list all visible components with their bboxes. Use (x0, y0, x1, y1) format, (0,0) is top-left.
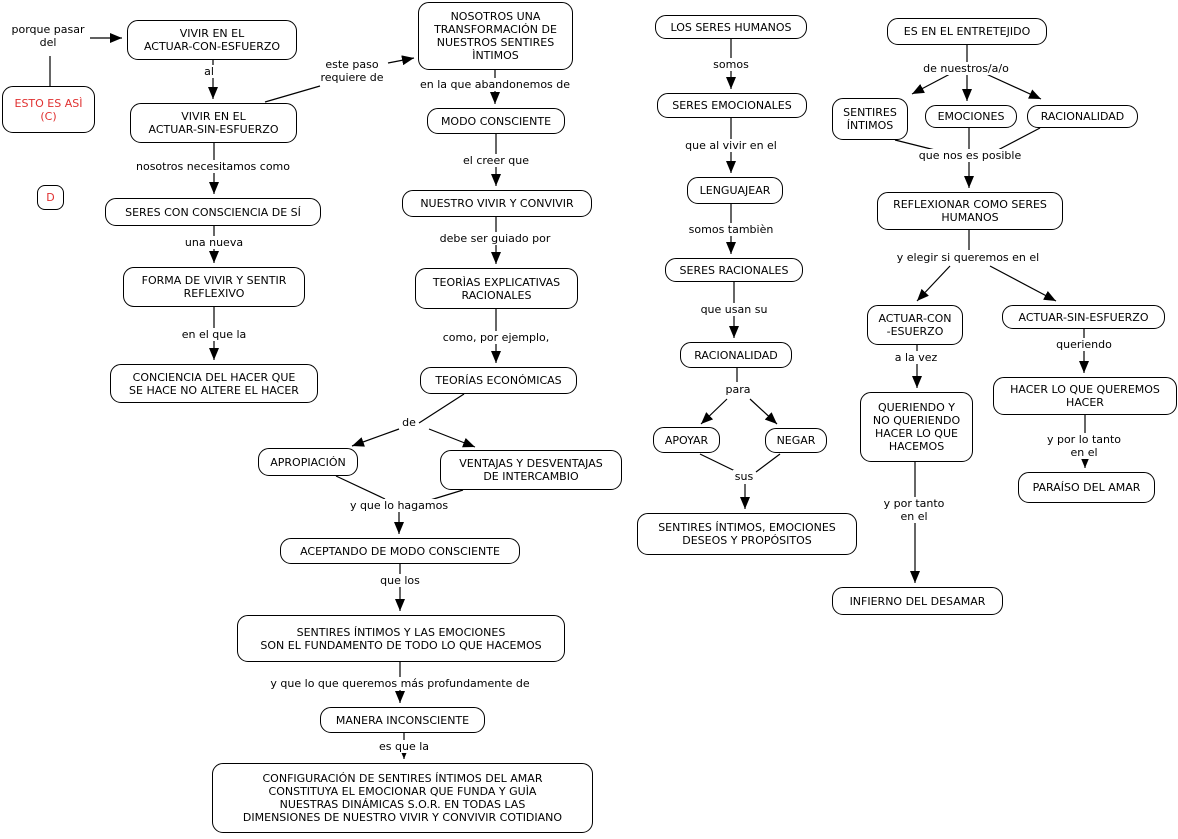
node-ventajas-desventajas[interactable]: VENTAJAS Y DESVENTAJAS DE INTERCAMBIO (440, 450, 622, 490)
link-label-y-elegir[interactable]: y elegir si queremos en el (894, 251, 1042, 264)
link-label-que-usan-su[interactable]: que usan su (698, 303, 770, 316)
node-actuar-sin-esfuerzo[interactable]: ACTUAR-SIN-ESFUERZO (1002, 305, 1165, 329)
node-aceptando-modo-consciente[interactable]: ACEPTANDO DE MODO CONSCIENTE (280, 538, 520, 564)
connector-estepaso-to-transformacion (387, 55, 415, 66)
link-label-que-los[interactable]: que los (378, 574, 422, 587)
link-label-una-nueva[interactable]: una nueva (182, 236, 246, 249)
connector-apoyar-to-sus (699, 453, 736, 472)
node-vivir-con-esfuerzo[interactable]: VIVIR EN EL ACTUAR-CON-ESFUERZO (127, 20, 297, 60)
node-reflexionar-como-seres[interactable]: REFLEXIONAR COMO SERES HUMANOS (877, 192, 1063, 230)
node-racionalidad-col3[interactable]: RACIONALIDAD (680, 342, 792, 368)
connector-vivirsin-to-estepaso (264, 85, 321, 103)
node-hacer-lo-que-queremos[interactable]: HACER LO QUE QUEREMOS HACER (993, 377, 1177, 415)
connector-negar-to-sus (755, 453, 781, 473)
link-label-como-por-ejemplo[interactable]: como, por ejemplo, (440, 331, 552, 344)
link-label-somos[interactable]: somos (711, 58, 751, 71)
link-label-este-paso-requiere[interactable]: este paso requiere de (318, 58, 386, 84)
node-nosotros-transformacion[interactable]: NOSOTROS UNA TRANSFORMACIÓN DE NUESTROS … (418, 2, 573, 70)
link-label-de[interactable]: de (400, 416, 418, 429)
node-sentires-intimos[interactable]: SENTIRES ÍNTIMOS (832, 98, 908, 140)
node-paraiso-del-amar[interactable]: PARAÍSO DEL AMAR (1018, 472, 1155, 503)
connector-denuestros-to-sentires (911, 73, 951, 95)
node-los-seres-humanos[interactable]: LOS SERES HUMANOS (655, 15, 807, 39)
link-label-que-al-vivir[interactable]: que al vivir en el (683, 139, 779, 152)
node-actuar-con-esuerzo[interactable]: ACTUAR-CON -ESUERZO (867, 305, 963, 345)
node-conciencia-del-hacer[interactable]: CONCIENCIA DEL HACER QUE SE HACE NO ALTE… (110, 364, 318, 403)
node-vivir-sin-esfuerzo[interactable]: VIVIR EN EL ACTUAR-SIN-ESFUERZO (130, 103, 297, 143)
link-label-es-que-la[interactable]: es que la (376, 740, 432, 753)
link-label-para[interactable]: para (723, 383, 753, 396)
link-label-queremos-profundamente[interactable]: y que lo que queremos más profundamente … (268, 677, 532, 690)
node-sentires-fundamento[interactable]: SENTIRES ÍNTIMOS Y LAS EMOCIONES SON EL … (237, 615, 565, 662)
link-label-nosotros-necesitamos[interactable]: nosotros necesitamos como (133, 160, 293, 173)
node-infierno-del-desamar[interactable]: INFIERNO DEL DESAMAR (832, 587, 1003, 615)
link-label-debe-ser-guiado[interactable]: debe ser guiado por (437, 232, 553, 245)
node-modo-consciente[interactable]: MODO CONSCIENTE (427, 108, 565, 134)
link-label-somos-tambien[interactable]: somos tambièn (686, 223, 776, 236)
link-label-en-el-que-la[interactable]: en el que la (179, 328, 249, 341)
node-apoyar[interactable]: APOYAR (653, 427, 720, 453)
node-seres-con-consciencia[interactable]: SERES CON CONSCIENCIA DE SÍ (105, 198, 321, 226)
node-teorias-explicativas[interactable]: TEORÌAS EXPLICATIVAS RACIONALES (415, 268, 578, 309)
node-lenguajear[interactable]: LENGUAJEAR (687, 177, 783, 204)
node-es-en-el-entretejido[interactable]: ES EN EL ENTRETEJIDO (887, 18, 1047, 45)
link-label-y-por-tanto[interactable]: y por tanto en el (881, 497, 947, 523)
connector-racionalidad-to-posible (995, 127, 1041, 152)
node-forma-de-vivir[interactable]: FORMA DE VIVIR Y SENTIR REFLEXIVO (123, 267, 305, 307)
node-seres-racionales[interactable]: SERES RACIONALES (665, 258, 803, 282)
link-label-al[interactable]: al (202, 65, 216, 78)
link-label-queriendo[interactable]: queriendo (1054, 338, 1114, 351)
connector-para-to-apoyar (700, 398, 728, 425)
link-label-a-la-vez[interactable]: a la vez (892, 351, 940, 364)
node-teorias-economicas[interactable]: TEORÍAS ECONÓMICAS (420, 367, 577, 394)
connectors-column2 (335, 70, 501, 759)
link-label-y-que-lo-hagamos[interactable]: y que lo hagamos (347, 499, 451, 512)
link-label-que-nos-es-posible[interactable]: que nos es posible (916, 149, 1024, 162)
connector-de-to-apropiacion (351, 428, 400, 447)
connectors-column4 (894, 45, 1090, 583)
node-apropiacion[interactable]: APROPIACIÓN (258, 448, 358, 476)
node-sentires-emociones-deseos[interactable]: SENTIRES ÍNTIMOS, EMOCIONES DESEOS Y PRO… (637, 513, 857, 555)
connector-apropiacion-to-hagamos (335, 475, 386, 500)
link-label-el-creer-que[interactable]: el creer que (461, 154, 531, 167)
link-label-y-por-lo-tanto[interactable]: y por lo tanto en el (1037, 433, 1131, 459)
node-configuracion-sentires[interactable]: CONFIGURACIÓN DE SENTIRES ÍNTIMOS DEL AM… (212, 763, 593, 833)
link-label-de-nuestros[interactable]: de nuestros/a/o (921, 62, 1011, 75)
connector-elegir-to-actuarcon (916, 265, 951, 302)
node-negar[interactable]: NEGAR (765, 428, 827, 453)
connector-para-to-negar (749, 398, 778, 425)
connector-de-to-ventajas (428, 428, 476, 448)
node-nuestro-vivir-convivir[interactable]: NUESTRO VIVIR Y CONVIVIR (402, 190, 592, 217)
link-label-porque-pasar-del[interactable]: porque pasar del (9, 23, 87, 49)
link-label-en-la-que-abandonemos[interactable]: en la que abandonemos de (417, 78, 573, 91)
connector-teoriasecon-to-de (418, 393, 465, 424)
node-manera-inconsciente[interactable]: MANERA INCONSCIENTE (320, 707, 485, 733)
node-esto-es-asi[interactable]: ESTO ES ASÌ (C) (2, 86, 95, 133)
node-queriendo-no-queriendo[interactable]: QUERIENDO Y NO QUERIENDO HACER LO QUE HA… (860, 392, 973, 462)
connector-denuestros-to-racionalidad (983, 72, 1042, 100)
node-racionalidad-col4[interactable]: RACIONALIDAD (1027, 105, 1138, 128)
node-d[interactable]: D (37, 185, 64, 210)
node-seres-emocionales[interactable]: SERES EMOCIONALES (657, 93, 807, 118)
connector-elegir-to-actuarsin (989, 265, 1057, 302)
node-emociones[interactable]: EMOCIONES (925, 105, 1017, 128)
link-label-sus[interactable]: sus (732, 470, 756, 483)
